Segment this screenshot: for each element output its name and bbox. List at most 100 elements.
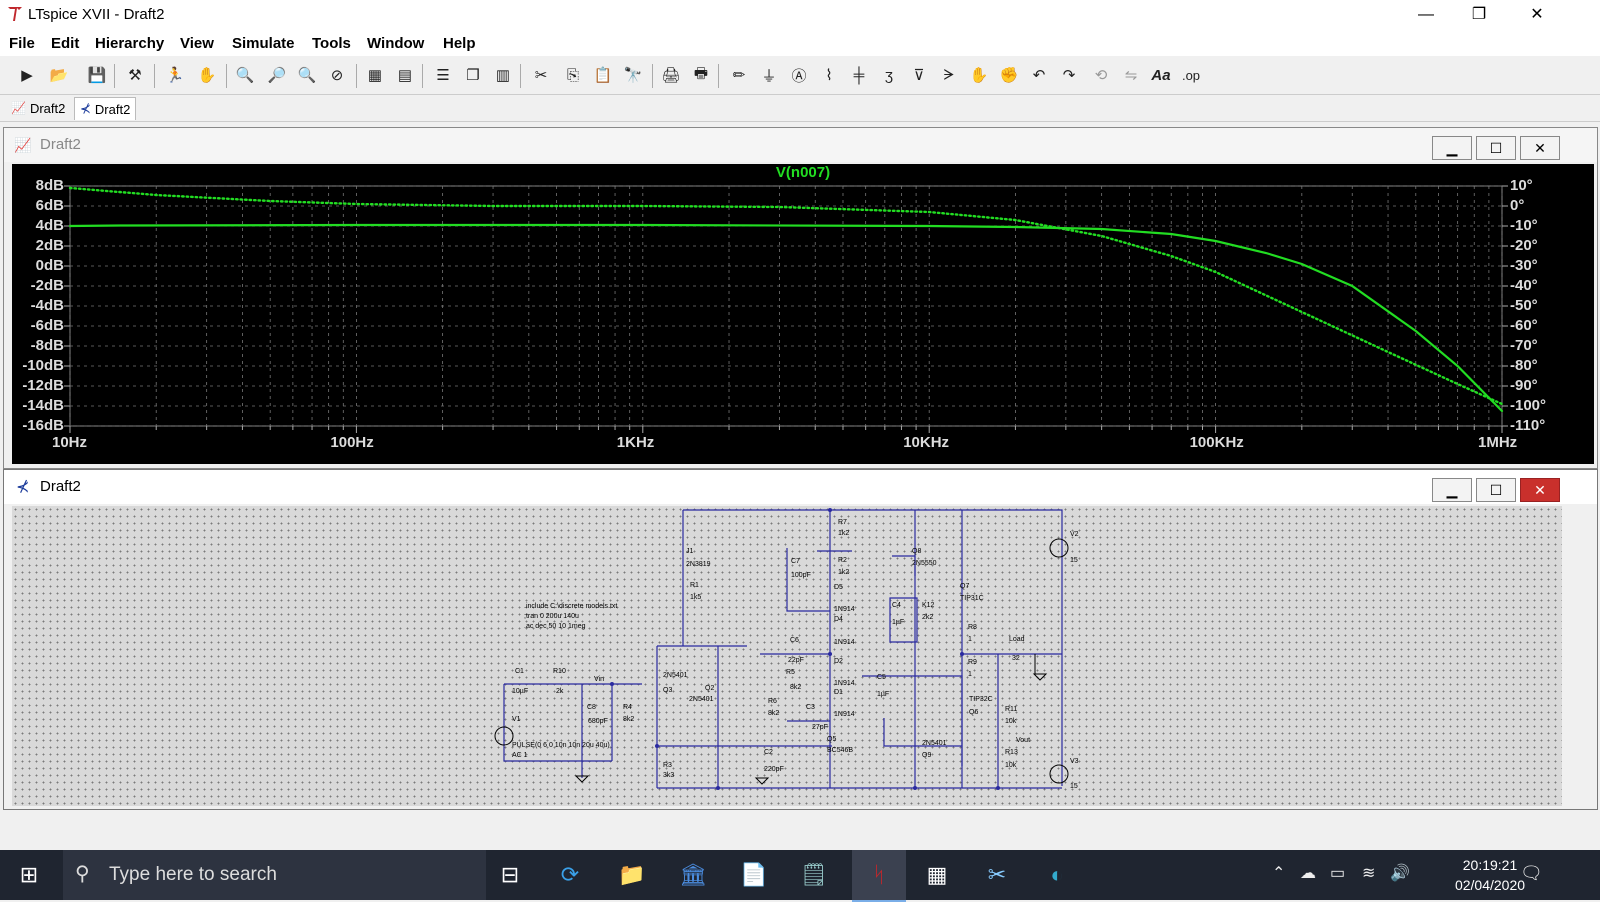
- copy-icon[interactable]: ⎘: [566, 66, 579, 84]
- y-tick-label-right[interactable]: 0°: [1510, 197, 1525, 214]
- maximize-button[interactable]: ☐: [1476, 136, 1516, 160]
- y-tick-label-right[interactable]: -50°: [1510, 297, 1538, 314]
- component-label[interactable]: R2: [838, 557, 847, 564]
- menu-hierarchy[interactable]: Hierarchy: [95, 35, 165, 52]
- tab-waveform[interactable]: 📈 Draft2: [6, 97, 70, 119]
- component-label[interactable]: V2: [1070, 531, 1079, 538]
- minimize-button[interactable]: ▁: [1432, 478, 1472, 502]
- component-label[interactable]: K12: [922, 602, 935, 609]
- x-tick-label[interactable]: 100Hz: [330, 434, 374, 451]
- component-label[interactable]: C8: [587, 704, 596, 711]
- y-tick-label-left[interactable]: -4dB: [30, 297, 64, 314]
- component-label[interactable]: 8k2: [623, 716, 635, 723]
- component-label[interactable]: R4: [623, 704, 632, 711]
- tab-schematic[interactable]: ⊀ Draft2: [74, 97, 137, 120]
- chevron-up-icon[interactable]: ⌃: [1272, 865, 1286, 882]
- component-label[interactable]: 15: [1070, 783, 1078, 790]
- ground-icon[interactable]: ⏚: [761, 67, 777, 85]
- component-label[interactable]: 1: [968, 636, 972, 643]
- component-label[interactable]: C6: [790, 637, 799, 644]
- menu-window[interactable]: Window: [367, 35, 425, 52]
- component-label[interactable]: AC 1: [512, 752, 528, 759]
- minimize-button[interactable]: —: [1418, 6, 1434, 23]
- component-label[interactable]: TIP31C: [960, 595, 984, 602]
- y-tick-label-right[interactable]: -60°: [1510, 317, 1538, 334]
- component-label[interactable]: 1µF: [892, 619, 905, 626]
- capacitor-icon[interactable]: ╪: [853, 66, 865, 84]
- redo-icon[interactable]: ↷: [1062, 67, 1076, 84]
- menu-simulate[interactable]: Simulate: [232, 35, 295, 52]
- autorange-icon[interactable]: ▦: [367, 67, 383, 84]
- rotate-icon[interactable]: ⟲: [1094, 67, 1108, 84]
- y-tick-label-right[interactable]: -20°: [1510, 237, 1538, 254]
- zoom-full-icon[interactable]: 🔎: [267, 67, 287, 84]
- find-icon[interactable]: 🔭: [623, 67, 643, 84]
- y-tick-label-left[interactable]: -6dB: [30, 317, 64, 334]
- y-tick-label-right[interactable]: -80°: [1510, 357, 1538, 374]
- menu-tools[interactable]: Tools: [312, 35, 351, 52]
- component-label[interactable]: 1k2: [838, 569, 850, 576]
- component-label[interactable]: V1: [512, 716, 521, 723]
- component-label[interactable]: Q6: [969, 709, 979, 716]
- component-label[interactable]: 32: [1012, 655, 1020, 662]
- wire-icon[interactable]: ✏: [732, 67, 746, 84]
- component-label[interactable]: R8: [968, 624, 977, 631]
- grid-icon[interactable]: ▤: [397, 67, 413, 84]
- component-label[interactable]: TIP32C: [969, 696, 993, 703]
- y-tick-label-left[interactable]: 0dB: [35, 257, 64, 274]
- component-label[interactable]: R6: [768, 698, 777, 705]
- tile-horizontal-icon[interactable]: ☰: [436, 67, 450, 84]
- component-label[interactable]: D1: [834, 689, 843, 696]
- y-tick-label-left[interactable]: 8dB: [35, 177, 64, 194]
- spice-directive[interactable]: .include C:\discrete models.txt: [524, 603, 618, 610]
- schematic-canvas[interactable]: .include C:\discrete models.txt ;tran 0 …: [12, 506, 1562, 806]
- component-label[interactable]: J1: [686, 548, 694, 555]
- component-label[interactable]: C3: [806, 704, 815, 711]
- component-label[interactable]: Vin: [594, 676, 604, 683]
- y-tick-label-left[interactable]: -16dB: [22, 417, 64, 434]
- component-label[interactable]: C1: [515, 668, 524, 675]
- component-label[interactable]: 3k3: [663, 772, 675, 779]
- halt-icon[interactable]: 🏃: [165, 67, 185, 84]
- component-label[interactable]: 27pF: [812, 724, 828, 731]
- component-label[interactable]: C2: [764, 749, 773, 756]
- maximize-button[interactable]: ❐: [1471, 6, 1487, 23]
- minimize-button[interactable]: ▁: [1432, 136, 1472, 160]
- component-label[interactable]: 15: [1070, 557, 1078, 564]
- y-tick-label-right[interactable]: -70°: [1510, 337, 1538, 354]
- component-label[interactable]: 10k: [1005, 718, 1017, 725]
- battery-icon[interactable]: ▭: [1330, 865, 1346, 882]
- component-label[interactable]: 1N914: [834, 606, 855, 613]
- y-tick-label-right[interactable]: -30°: [1510, 257, 1538, 274]
- print-icon[interactable]: 🖨: [661, 67, 681, 84]
- document-icon[interactable]: 📄: [740, 862, 768, 887]
- clock-time[interactable]: 20:19:21: [1462, 857, 1518, 873]
- component-label[interactable]: 10µF: [512, 688, 529, 695]
- component-icon[interactable]: ᗒ: [943, 66, 955, 84]
- edge-icon[interactable]: ◐: [1050, 862, 1064, 887]
- component-label[interactable]: 2k: [556, 688, 564, 695]
- component-label[interactable]: Q7: [960, 583, 970, 590]
- cloud-icon[interactable]: ☁: [1300, 865, 1316, 882]
- component-label[interactable]: D2: [834, 658, 843, 665]
- y-tick-label-left[interactable]: 6dB: [35, 197, 64, 214]
- y-tick-label-right[interactable]: -90°: [1510, 377, 1538, 394]
- zoom-out-icon[interactable]: 🔍: [297, 67, 317, 84]
- x-tick-label[interactable]: 1MHz: [1478, 434, 1518, 451]
- cut-icon[interactable]: ✂: [534, 67, 548, 84]
- notification-icon[interactable]: 🗨: [1520, 863, 1543, 883]
- control-panel-icon[interactable]: ⚒: [128, 67, 142, 84]
- spice-directive[interactable]: ;tran 0 200u 140u: [524, 613, 579, 620]
- component-label[interactable]: 8k2: [790, 684, 802, 691]
- text-icon[interactable]: Aa: [1151, 66, 1171, 84]
- tile-vertical-icon[interactable]: ▥: [495, 67, 511, 84]
- component-label[interactable]: Vout: [1016, 737, 1031, 744]
- mirror-icon[interactable]: ⇋: [1124, 67, 1138, 84]
- zoom-in-icon[interactable]: 🔍: [235, 67, 255, 84]
- file-explorer-icon[interactable]: 📁: [618, 862, 646, 887]
- component-label[interactable]: R5: [786, 669, 795, 676]
- inductor-icon[interactable]: ʒ: [884, 66, 894, 84]
- component-label[interactable]: 1N914: [834, 680, 855, 687]
- close-button[interactable]: ✕: [1520, 136, 1560, 160]
